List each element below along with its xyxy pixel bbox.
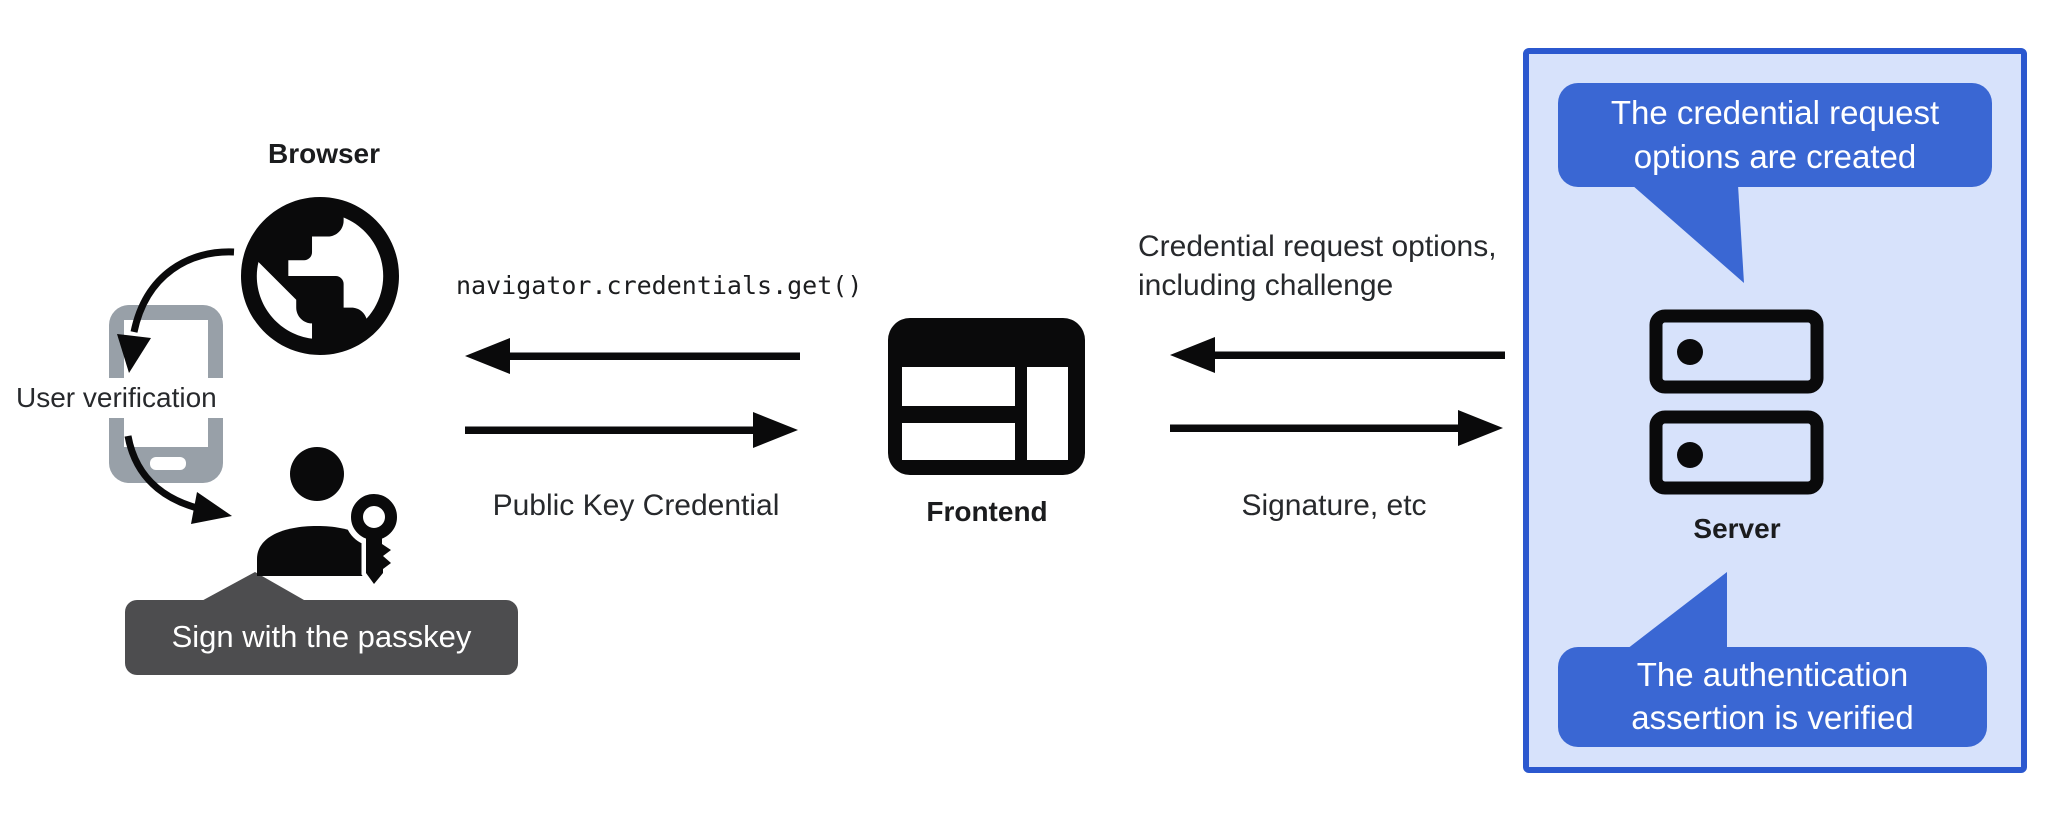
server-icon [1649, 309, 1824, 495]
signature-label: Signature, etc [1241, 489, 1427, 522]
arrow-left-frontend-to-browser [465, 338, 800, 374]
credential-options-bubble-line1: The credential request [1610, 94, 1940, 131]
frontend-window-icon [888, 318, 1085, 475]
credential-request-label: Credential request options, including ch… [1138, 227, 1558, 305]
curved-arrow-browser-to-phone [117, 248, 235, 373]
assertion-verified-bubble: The authentication assertion is verified [1558, 647, 1987, 747]
arrow-right-browser-to-frontend [465, 412, 798, 448]
frontend-label: Frontend [926, 496, 1048, 527]
sign-with-passkey-callout: Sign with the passkey [125, 600, 518, 675]
browser-label: Browser [267, 138, 381, 169]
assertion-verified-bubble-line2: assertion is verified [1631, 699, 1914, 736]
api-call-label: navigator.credentials.get() [456, 271, 863, 300]
key-icon [345, 488, 403, 592]
bubble-top-tail [1632, 185, 1744, 283]
user-verification-label: User verification [8, 378, 225, 418]
credential-options-bubble: The credential request options are creat… [1558, 83, 1992, 187]
credential-options-bubble-line2: options are created [1633, 138, 1917, 175]
bubble-bottom-tail [1627, 572, 1727, 649]
globe-icon [241, 197, 399, 355]
callout-tail [196, 572, 311, 604]
person-icon [257, 447, 377, 576]
credential-request-line1: Credential request options, [1138, 230, 1497, 263]
public-key-credential-label: Public Key Credential [492, 489, 780, 522]
assertion-verified-bubble-line1: The authentication [1636, 656, 1909, 693]
credential-request-line2: including challenge [1138, 269, 1394, 302]
curved-arrow-phone-to-person [124, 435, 232, 524]
arrow-left-server-to-frontend [1170, 337, 1505, 373]
server-label: Server [1693, 513, 1781, 544]
arrow-right-frontend-to-server [1170, 410, 1503, 446]
smartphone-icon [109, 305, 223, 483]
